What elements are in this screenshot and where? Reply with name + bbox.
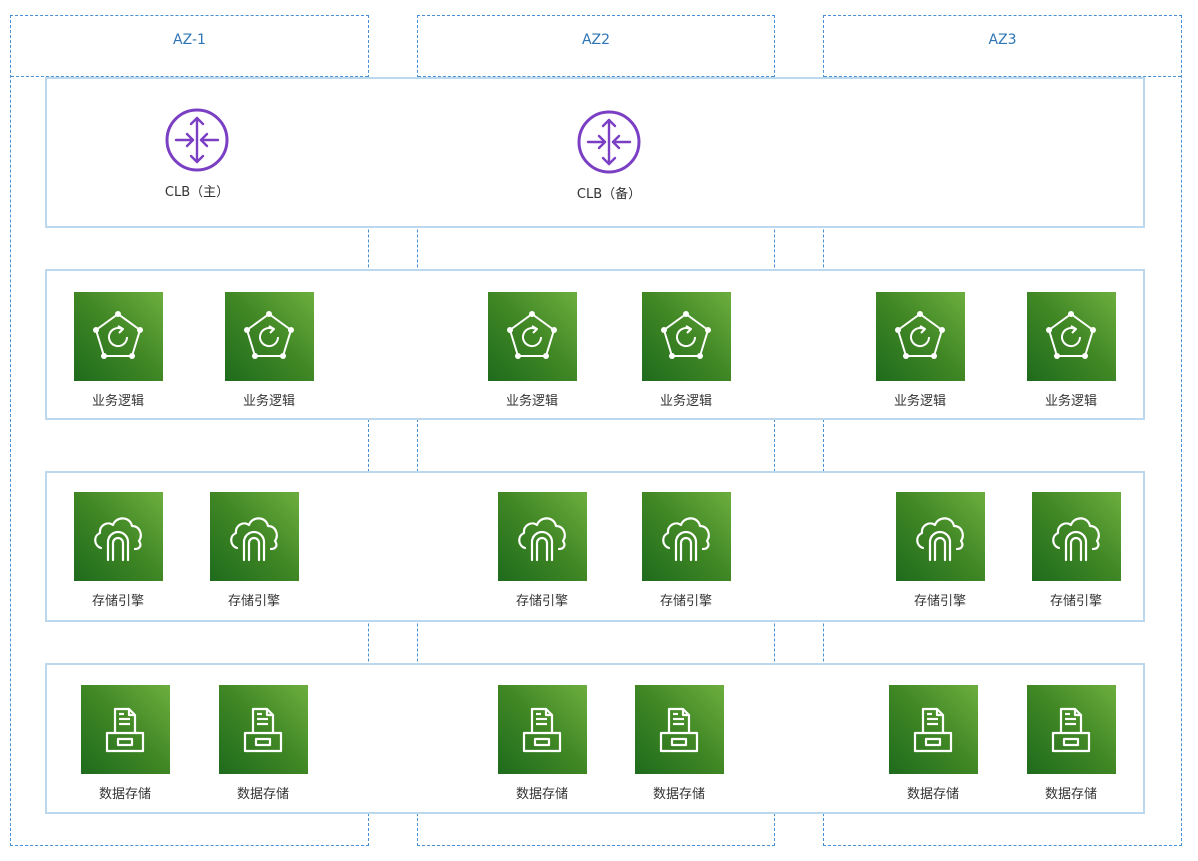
business-logic-tile [1026,292,1116,381]
data-storage-label: 数据存储 [98,787,151,802]
az-zone-3: AZ3 [823,15,1182,846]
az-label: AZ2 [581,32,611,48]
archive-document-icon [1051,707,1091,752]
data-storage-label: 数据存储 [515,787,568,802]
storage-engine-tile [209,492,299,581]
archive-document-icon [243,707,283,752]
data-storage-node: 数据存储 [70,685,180,802]
storage-engine-label: 存储引擎 [91,594,144,609]
storage-engine-tile [497,492,587,581]
data-storage-label: 数据存储 [906,787,959,802]
data-storage-tile [888,685,978,774]
pentagon-cycle-icon [895,310,945,359]
archive-document-icon [105,707,145,752]
clb-label: CLB（备） [576,187,642,202]
data-storage-tile [1026,685,1116,774]
cloud-gateway-icon [662,516,710,561]
az-zone-2: AZ2 [417,15,775,846]
cloud-gateway-icon [94,516,142,561]
business-logic-label: 业务逻辑 [659,394,712,409]
business-logic-label: 业务逻辑 [505,394,558,409]
storage-engine-tile [73,492,163,581]
data-storage-tile [497,685,587,774]
data-storage-tile [634,685,724,774]
business-logic-node: 业务逻辑 [214,292,324,409]
storage-engine-label: 存储引擎 [227,594,280,609]
data-storage-label: 数据存储 [1044,787,1097,802]
business-logic-node: 业务逻辑 [631,292,741,409]
data-storage-node: 数据存储 [487,685,597,802]
data-storage-tile [218,685,308,774]
clb-label: CLB（主） [164,185,230,200]
business-logic-tile [224,292,314,381]
storage-engine-node: 存储引擎 [63,492,173,609]
business-logic-label: 业务逻辑 [91,394,144,409]
business-logic-label: 业务逻辑 [893,394,946,409]
pentagon-cycle-icon [507,310,557,359]
storage-engine-tile [641,492,731,581]
business-logic-label: 业务逻辑 [242,394,295,409]
router-icon [577,110,641,174]
data-storage-node: 数据存储 [878,685,988,802]
data-storage-node: 数据存储 [624,685,734,802]
storage-engine-node: 存储引擎 [885,492,995,609]
router-icon [165,108,229,172]
storage-engine-node: 存储引擎 [1021,492,1131,609]
cloud-gateway-icon [1052,516,1100,561]
archive-document-icon [659,707,699,752]
data-storage-node: 数据存储 [1016,685,1126,802]
data-storage-layer: 数据存储 数据存储 [45,663,1145,814]
data-storage-label: 数据存储 [236,787,289,802]
pentagon-cycle-icon [244,310,294,359]
business-logic-node: 业务逻辑 [477,292,587,409]
az-label: AZ3 [988,32,1017,48]
archive-document-icon [913,707,953,752]
az-divider [418,76,774,77]
az-divider [11,76,368,77]
business-logic-node: 业务逻辑 [865,292,975,409]
az-divider [824,76,1181,77]
business-logic-tile [73,292,163,381]
data-storage-node: 数据存储 [208,685,318,802]
load-balancer-layer: CLB（主） CLB（备） [45,77,1145,228]
storage-engine-tile [895,492,985,581]
storage-engine-layer: 存储引擎 存储引擎 存储引擎 [45,471,1145,622]
pentagon-cycle-icon [93,310,143,359]
pentagon-cycle-icon [1046,310,1096,359]
storage-engine-label: 存储引擎 [913,594,966,609]
storage-engine-node: 存储引擎 [631,492,741,609]
storage-engine-tile [1031,492,1121,581]
business-logic-tile [641,292,731,381]
business-logic-node: 业务逻辑 [63,292,173,409]
business-logic-tile [487,292,577,381]
clb-primary: CLB（主） [137,107,257,200]
clb-standby: CLB（备） [549,109,669,202]
data-storage-label: 数据存储 [652,787,705,802]
cloud-gateway-icon [916,516,964,561]
business-logic-node: 业务逻辑 [1016,292,1126,409]
storage-engine-node: 存储引擎 [487,492,597,609]
business-logic-layer: 业务逻辑 业务逻辑 [45,269,1145,420]
storage-engine-label: 存储引擎 [515,594,568,609]
business-logic-label: 业务逻辑 [1044,394,1097,409]
data-storage-tile [80,685,170,774]
cloud-gateway-icon [518,516,566,561]
storage-engine-label: 存储引擎 [659,594,712,609]
cloud-gateway-icon [230,516,278,561]
az-zone-1: AZ-1 [10,15,369,846]
storage-engine-node: 存储引擎 [199,492,309,609]
az-label: AZ-1 [173,32,206,48]
business-logic-tile [875,292,965,381]
storage-engine-label: 存储引擎 [1049,594,1102,609]
archive-document-icon [522,707,562,752]
pentagon-cycle-icon [661,310,711,359]
